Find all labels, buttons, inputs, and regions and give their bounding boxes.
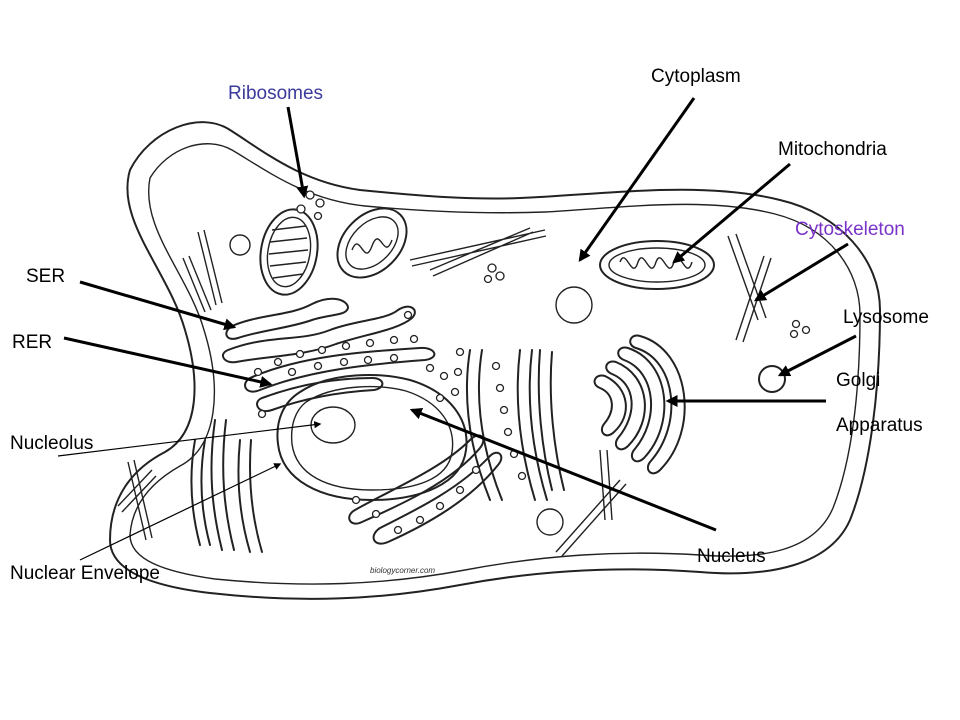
lysosome bbox=[758, 365, 786, 393]
smooth-er bbox=[221, 297, 416, 364]
er-right-tubules bbox=[465, 349, 565, 501]
label-rer: RER bbox=[12, 332, 53, 353]
vesicle bbox=[229, 234, 251, 256]
cytoplasm-arrow bbox=[578, 97, 696, 262]
mitochondria-arrow bbox=[672, 162, 791, 264]
nucleus-arrow bbox=[409, 407, 717, 532]
cytoskeleton-filaments bbox=[117, 227, 772, 557]
mitochondrion-2 bbox=[336, 207, 408, 279]
nuclear-envelope-pointer bbox=[79, 463, 282, 561]
mitochondrion-3 bbox=[599, 240, 715, 290]
label-apparatus: Apparatus bbox=[836, 415, 923, 436]
cell-membrane-inner bbox=[129, 143, 861, 585]
rough-er bbox=[244, 346, 436, 413]
cytoskeleton-arrow bbox=[753, 242, 849, 302]
cell-membrane bbox=[109, 121, 881, 600]
label-cytoskeleton: Cytoskeleton bbox=[795, 219, 905, 240]
er-ribosomes-right bbox=[351, 347, 527, 535]
label-ser: SER bbox=[26, 266, 66, 287]
label-cytoplasm: Cytoplasm bbox=[651, 66, 741, 87]
label-nuclear-envelope: Nuclear Envelope bbox=[10, 563, 160, 584]
vesicle bbox=[555, 286, 593, 324]
label-golgi: Golgi bbox=[836, 370, 881, 391]
label-ribosomes: Ribosomes bbox=[228, 83, 324, 104]
golgi-apparatus bbox=[593, 334, 686, 475]
rer-ribosomes bbox=[253, 310, 435, 419]
nucleus bbox=[276, 374, 468, 501]
vesicle bbox=[536, 508, 564, 536]
mitochondrion-1 bbox=[259, 208, 319, 296]
label-mitochondria: Mitochondria bbox=[778, 139, 887, 160]
lysosome-arrow bbox=[777, 334, 857, 377]
nucleolus-pointer bbox=[57, 421, 322, 457]
label-nucleus: Nucleus bbox=[697, 546, 766, 567]
label-nucleolus: Nucleolus bbox=[10, 433, 94, 454]
ribosome-cluster bbox=[296, 190, 811, 339]
ribosomes-arrow bbox=[286, 106, 309, 199]
source-credit: biologycorner.com bbox=[370, 566, 436, 575]
label-lysosome: Lysosome bbox=[843, 307, 929, 328]
ser-arrow bbox=[79, 280, 237, 331]
nucleolus bbox=[310, 406, 356, 444]
rer-arrow bbox=[63, 336, 273, 388]
